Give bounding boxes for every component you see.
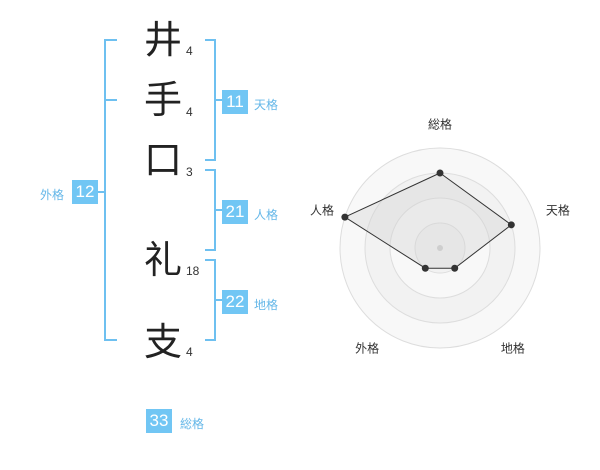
soukaku-label: 総格: [180, 417, 205, 431]
stroke-count-2: 4: [186, 105, 193, 119]
name-char-2: 手: [143, 78, 182, 122]
jinkaku-badge: 21: [222, 200, 248, 224]
soukaku-badge: 33: [146, 409, 172, 433]
stroke-count-1: 4: [186, 44, 193, 58]
name-char-4: 礼: [143, 238, 182, 282]
radar-polygon: [343, 172, 513, 269]
gaikaku-badge: 12: [72, 180, 98, 204]
gaikaku-bracket: [104, 39, 117, 341]
radar-point-5: [341, 213, 349, 221]
radar-point-3: [451, 264, 459, 272]
name-char-5: 支: [143, 320, 182, 364]
chikaku-bracket: [205, 259, 222, 341]
radar-point-2: [507, 221, 515, 229]
chikaku-label: 地格: [254, 298, 279, 312]
gaikaku-label: 外格: [40, 188, 65, 202]
stroke-count-4: 18: [186, 264, 200, 278]
radar-axis-label-5: 人格: [310, 203, 335, 218]
radar-center: [437, 245, 443, 251]
radar-point-1: [436, 169, 444, 177]
radar-axis-label-1: 総格: [427, 117, 453, 132]
tenkaku-badge: 11: [222, 90, 248, 114]
radar-axis-label-3: 地格: [500, 341, 525, 356]
jinkaku-label: 人格: [254, 208, 279, 222]
jinkaku-bracket: [205, 169, 222, 251]
tenkaku-bracket: [205, 39, 222, 161]
chikaku-badge: 22: [222, 290, 248, 314]
stroke-count-5: 4: [186, 345, 193, 359]
tenkaku-label: 天格: [254, 98, 279, 112]
stroke-count-3: 3: [186, 165, 193, 179]
radar-point-4: [421, 264, 429, 272]
name-char-1: 井: [143, 18, 182, 62]
name-char-3: 口: [143, 138, 182, 182]
radar-axis-label-4: 外格: [355, 341, 380, 356]
radar-axis-label-2: 天格: [545, 203, 570, 218]
